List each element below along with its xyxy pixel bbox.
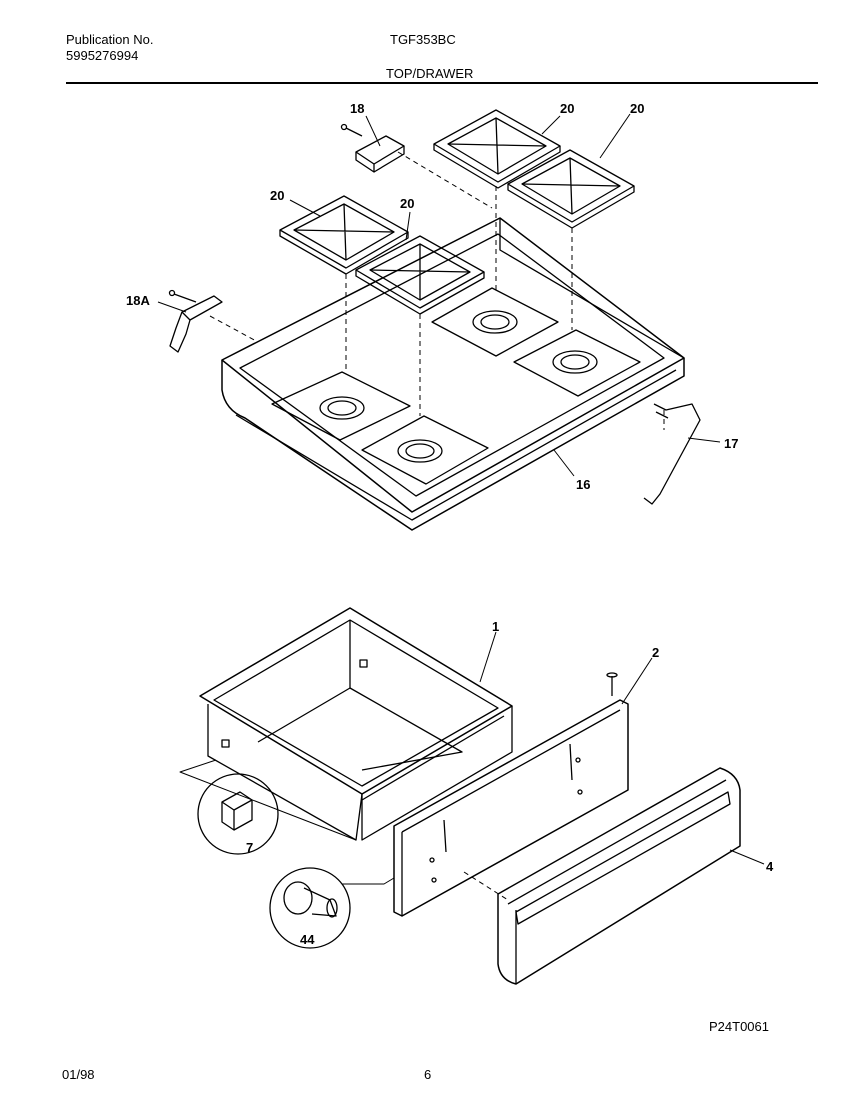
burner-pan-right-rear: [431, 287, 559, 357]
page-number: 6: [424, 1067, 432, 1082]
burner-right-front: [552, 350, 598, 374]
burner-pan-left-front: [361, 415, 489, 485]
model-number: TGF353BC: [390, 32, 456, 47]
callout-4: 4: [766, 859, 774, 874]
burner-pan-left-rear: [271, 371, 411, 441]
support-rod-17: [643, 403, 701, 505]
drawer-assembly: [199, 607, 513, 841]
publication-label: Publication No.: [66, 32, 154, 47]
callout-17: 17: [724, 436, 738, 451]
drawer-panel-2: [393, 672, 629, 917]
hinge-bracket-18a: [168, 289, 223, 353]
drawer-side-left: [207, 704, 363, 841]
callout-2: 2: [652, 645, 659, 660]
callout-16: 16: [576, 477, 590, 492]
drawer-rim: [199, 607, 513, 795]
section-title: TOP/DRAWER: [386, 66, 474, 81]
cooktop-backguard: [499, 218, 685, 359]
grates: [279, 109, 635, 315]
burner-left-rear: [319, 396, 365, 420]
callout-20-d: 20: [400, 196, 414, 211]
detail-circle-44: [269, 867, 351, 949]
alignment-lines: [209, 151, 665, 430]
revision-date: 01/98: [62, 1067, 95, 1082]
cooktop-front-edge: [235, 369, 677, 521]
callout-20-b: 20: [630, 101, 644, 116]
callout-20-a: 20: [560, 101, 574, 116]
leader-lines: [157, 113, 765, 865]
drawer-front-4: [497, 767, 741, 985]
callout-20-c: 20: [270, 188, 284, 203]
callout-18: 18: [350, 101, 364, 116]
burner-pan-right-front: [513, 329, 641, 397]
hinge-bracket-18: [340, 123, 405, 173]
cooktop-inner-rim: [239, 233, 665, 497]
cooktop-assembly: [221, 217, 685, 531]
callout-1: 1: [492, 619, 499, 634]
burner-left-front: [397, 439, 443, 463]
drawer-inner-bottom: [257, 687, 463, 771]
callout-7: 7: [246, 840, 253, 855]
detail-circle-7: [197, 773, 279, 855]
callout-44: 44: [300, 932, 315, 947]
publication-number: 5995276994: [66, 48, 139, 63]
link-lines: [179, 759, 509, 901]
drawing-code: P24T0061: [709, 1019, 769, 1034]
burner-right-rear: [472, 310, 518, 334]
callout-18a: 18A: [126, 293, 150, 308]
cooktop-front-face: [221, 358, 685, 531]
drawer-front-wall: [361, 706, 513, 841]
header-rule: [66, 82, 818, 84]
